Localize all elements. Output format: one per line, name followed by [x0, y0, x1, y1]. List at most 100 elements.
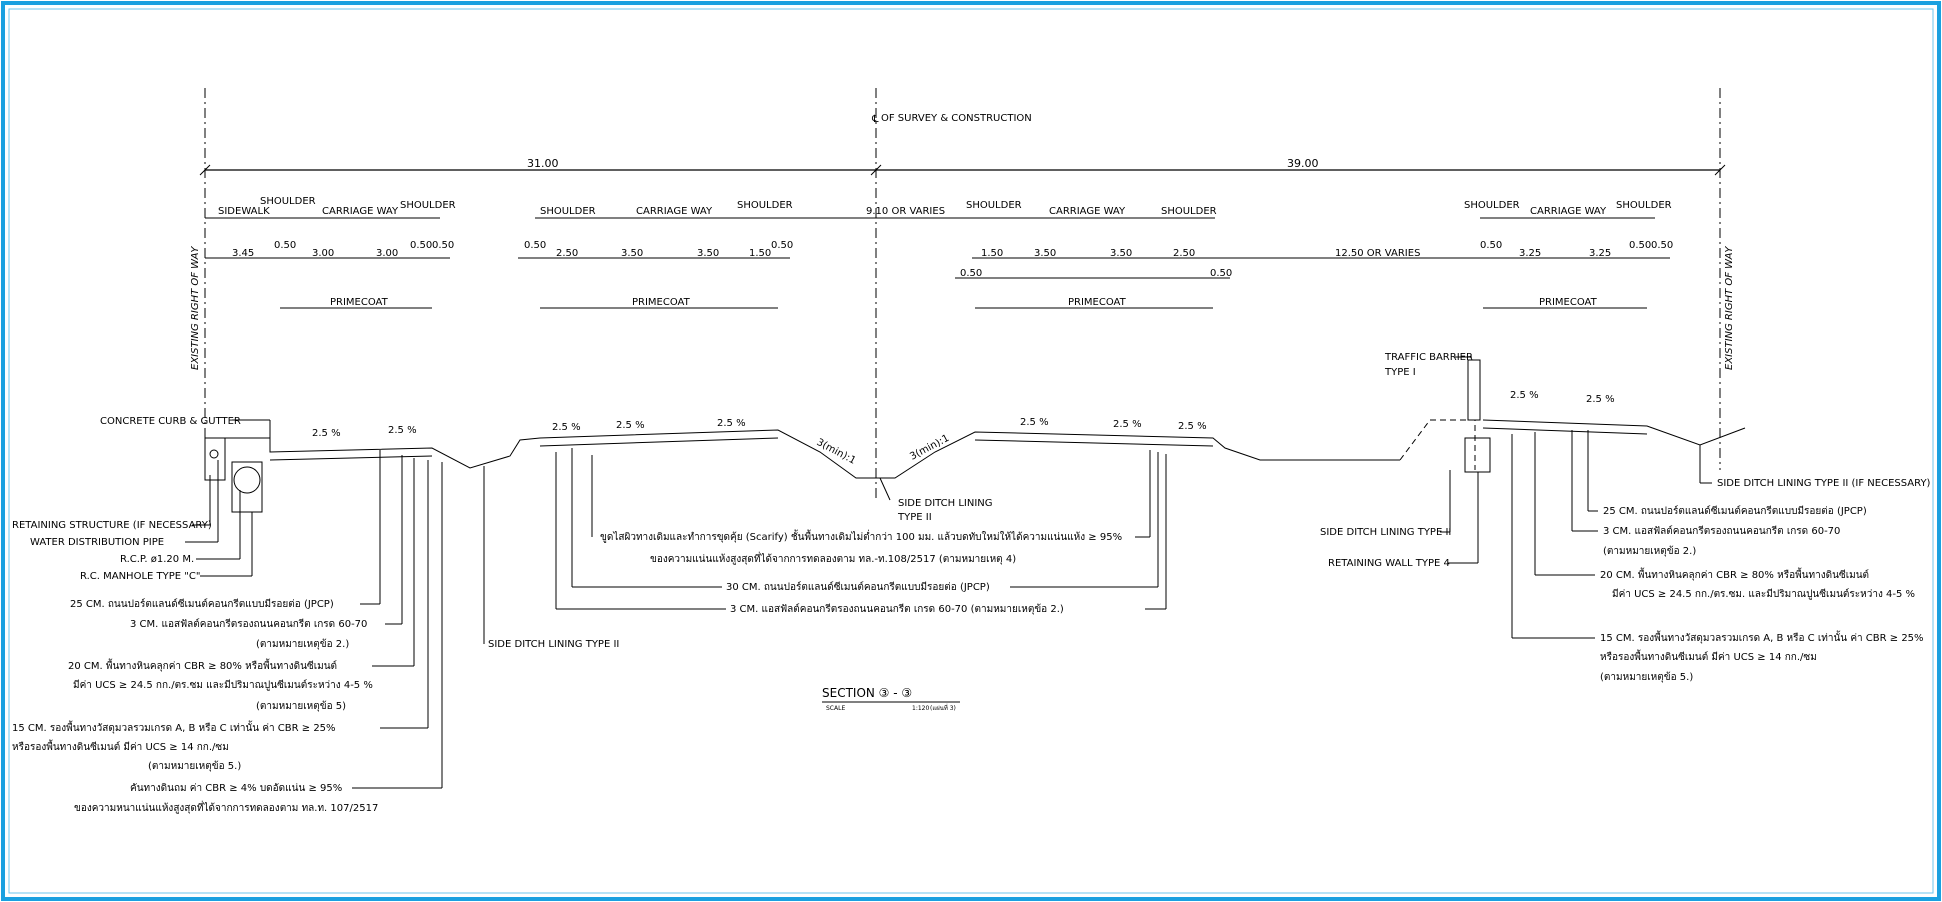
svg-text:หรือรองพื้นทางดินซีเมนต์ มีค่า: หรือรองพื้นทางดินซีเมนต์ มีค่า UCS ≥ 14 … — [1600, 649, 1817, 663]
svg-text:PRIMECOAT: PRIMECOAT — [1068, 297, 1127, 308]
svg-text:3.50: 3.50 — [1034, 248, 1056, 259]
svg-text:SCALE: SCALE — [826, 705, 845, 712]
svg-text:12.50 OR VARIES: 12.50 OR VARIES — [1335, 248, 1420, 259]
traffic-barrier — [1467, 359, 1481, 421]
svg-text:2.5 %: 2.5 % — [552, 422, 581, 433]
svg-text:ของความหนาแน่นแห้งสูงสุดที่ได้: ของความหนาแน่นแห้งสูงสุดที่ได้จากการทดลอ… — [74, 800, 378, 814]
svg-text:0.50: 0.50 — [1210, 268, 1232, 279]
svg-text:3.25: 3.25 — [1519, 248, 1541, 259]
svg-text:SIDE DITCH LINING: SIDE DITCH LINING — [898, 498, 993, 509]
row-label-right: EXISTING RIGHT OF WAY — [1724, 246, 1735, 370]
svg-text:SHOULDER: SHOULDER — [1161, 206, 1217, 217]
svg-text:(ตามหมายเหตุข้อ 5): (ตามหมายเหตุข้อ 5) — [256, 700, 346, 712]
svg-text:0.50: 0.50 — [1629, 240, 1651, 251]
svg-text:TRAFFIC BARRIER: TRAFFIC BARRIER — [1384, 352, 1473, 363]
svg-text:2.5 %: 2.5 % — [1178, 421, 1207, 432]
svg-text:SHOULDER: SHOULDER — [540, 206, 596, 217]
svg-text:(ตามหมายเหตุข้อ 5.): (ตามหมายเหตุข้อ 5.) — [1600, 671, 1693, 683]
svg-text:R.C. MANHOLE TYPE "C": R.C. MANHOLE TYPE "C" — [80, 571, 200, 582]
centerline-symbol: ℄ — [871, 114, 879, 125]
water-pipe — [209, 449, 219, 459]
svg-text:25 CM. ถนนปอร์ตแลนด์ซีเมนต์คอน: 25 CM. ถนนปอร์ตแลนด์ซีเมนต์คอนกรีตแบบมีร… — [70, 598, 334, 610]
svg-text:0.50: 0.50 — [960, 268, 982, 279]
svg-text:PRIMECOAT: PRIMECOAT — [1539, 297, 1598, 308]
svg-text:20 CM. พื้นทางหินคลุกค่า CBR ≥: 20 CM. พื้นทางหินคลุกค่า CBR ≥ 80% หรือพ… — [68, 658, 337, 672]
svg-text:CARRIAGE WAY: CARRIAGE WAY — [636, 206, 713, 217]
svg-text:3 CM. แอสฟัลต์คอนกรีตรองถนนคอน: 3 CM. แอสฟัลต์คอนกรีตรองถนนคอนกรีต เกรด … — [1603, 525, 1840, 537]
svg-text:มีค่า UCS ≥ 24.5 กก./ตร.ซม และ: มีค่า UCS ≥ 24.5 กก./ตร.ซม และมีปริมาณปู… — [73, 679, 373, 691]
svg-text:3.45: 3.45 — [232, 248, 254, 259]
svg-text:0.50: 0.50 — [410, 240, 432, 251]
svg-text:1:120: 1:120 — [912, 705, 929, 712]
svg-text:ของความแน่นแห้งสูงสุดที่ได้จาก: ของความแน่นแห้งสูงสุดที่ได้จากการทดลองตา… — [650, 551, 1016, 565]
svg-text:20 CM. พื้นทางหินคลุกค่า CBR ≥: 20 CM. พื้นทางหินคลุกค่า CBR ≥ 80% หรือพ… — [1600, 567, 1869, 581]
svg-text:RETAINING STRUCTURE (IF NECESS: RETAINING STRUCTURE (IF NECESSARY) — [12, 520, 212, 531]
svg-text:2.5 %: 2.5 % — [616, 420, 645, 431]
svg-text:TYPE I: TYPE I — [1384, 367, 1416, 378]
svg-text:2.5 %: 2.5 % — [1020, 417, 1049, 428]
svg-text:R.C.P. ø1.20 M.: R.C.P. ø1.20 M. — [120, 554, 194, 565]
svg-text:CARRIAGE WAY: CARRIAGE WAY — [1530, 206, 1607, 217]
overall-right: 39.00 — [1287, 157, 1319, 170]
svg-text:(ตามหมายเหตุข้อ 2.): (ตามหมายเหตุข้อ 2.) — [1603, 545, 1696, 557]
svg-text:3.50: 3.50 — [697, 248, 719, 259]
svg-text:2.5 %: 2.5 % — [717, 418, 746, 429]
svg-text:2.5 %: 2.5 % — [388, 425, 417, 436]
svg-text:15 CM. รองพื้นทางวัสดุมวลรวมเก: 15 CM. รองพื้นทางวัสดุมวลรวมเกรด A, B หร… — [1600, 630, 1924, 644]
svg-text:SIDE DITCH LINING TYPE II (IF: SIDE DITCH LINING TYPE II (IF NECESSARY) — [1717, 478, 1931, 489]
svg-text:15 CM. รองพื้นทางวัสดุมวลรวมเก: 15 CM. รองพื้นทางวัสดุมวลรวมเกรด A, B หร… — [12, 720, 336, 734]
svg-text:SHOULDER: SHOULDER — [260, 196, 316, 207]
svg-text:3(min):1: 3(min):1 — [815, 437, 858, 467]
svg-text:3.00: 3.00 — [312, 248, 334, 259]
svg-text:PRIMECOAT: PRIMECOAT — [330, 297, 389, 308]
overall-left: 31.00 — [527, 157, 559, 170]
svg-text:3.25: 3.25 — [1589, 248, 1611, 259]
svg-text:SIDE DITCH LINING TYPE II: SIDE DITCH LINING TYPE II — [1320, 527, 1451, 538]
svg-text:SHOULDER: SHOULDER — [1464, 200, 1520, 211]
inner-border — [8, 8, 1934, 894]
svg-text:30 CM. ถนนปอร์ตแลนด์ซีเมนต์คอน: 30 CM. ถนนปอร์ตแลนด์ซีเมนต์คอนกรีตแบบมีร… — [726, 581, 990, 593]
svg-text:SHOULDER: SHOULDER — [737, 200, 793, 211]
svg-text:SHOULDER: SHOULDER — [966, 200, 1022, 211]
curb — [204, 437, 226, 481]
svg-text:คันทางดินถม ค่า CBR ≥ 4% บดอัด: คันทางดินถม ค่า CBR ≥ 4% บดอัดแน่น ≥ 95% — [130, 783, 342, 794]
svg-text:CARRIAGE WAY: CARRIAGE WAY — [322, 206, 399, 217]
svg-text:SIDEWALK: SIDEWALK — [218, 206, 270, 217]
section-title: SECTION ③ - ③ — [822, 686, 912, 700]
svg-text:PRIMECOAT: PRIMECOAT — [632, 297, 691, 308]
svg-text:2.50: 2.50 — [556, 248, 578, 259]
svg-text:RETAINING WALL TYPE 4: RETAINING WALL TYPE 4 — [1328, 558, 1450, 569]
svg-text:3.00: 3.00 — [376, 248, 398, 259]
svg-text:(ตามหมายเหตุข้อ 5.): (ตามหมายเหตุข้อ 5.) — [148, 760, 241, 772]
svg-text:ขูดไสผิวทางเดิมและทำการขุดคุ้ย: ขูดไสผิวทางเดิมและทำการขุดคุ้ย (Scarify)… — [600, 529, 1122, 543]
svg-text:0.50: 0.50 — [1480, 240, 1502, 251]
svg-text:3 CM. แอสฟัลต์คอนกรีตรองถนนคอน: 3 CM. แอสฟัลต์คอนกรีตรองถนนคอนกรีต เกรด … — [730, 603, 1064, 615]
row-label-left: EXISTING RIGHT OF WAY — [190, 246, 201, 370]
svg-text:2.5 %: 2.5 % — [312, 428, 341, 439]
svg-text:WATER DISTRIBUTION PIPE: WATER DISTRIBUTION PIPE — [30, 537, 164, 548]
svg-text:3.50: 3.50 — [621, 248, 643, 259]
svg-text:1.50: 1.50 — [749, 248, 771, 259]
svg-text:หรือรองพื้นทางดินซีเมนต์ มีค่า: หรือรองพื้นทางดินซีเมนต์ มีค่า UCS ≥ 14 … — [12, 739, 229, 753]
svg-text:25 CM. ถนนปอร์ตแลนด์ซีเมนต์คอน: 25 CM. ถนนปอร์ตแลนด์ซีเมนต์คอนกรีตแบบมีร… — [1603, 505, 1867, 517]
svg-text:3 CM. แอสฟัลต์คอนกรีตรองถนนคอน: 3 CM. แอสฟัลต์คอนกรีตรองถนนคอนกรีต เกรด … — [130, 618, 367, 630]
svg-text:3(min):1: 3(min):1 — [908, 433, 951, 463]
svg-text:SIDE DITCH LINING TYPE II: SIDE DITCH LINING TYPE II — [488, 639, 619, 650]
svg-text:9.10 OR VARIES: 9.10 OR VARIES — [866, 206, 945, 217]
centerline-label: OF SURVEY & CONSTRUCTION — [881, 113, 1032, 124]
svg-text:0.50: 0.50 — [274, 240, 296, 251]
svg-text:1.50: 1.50 — [981, 248, 1003, 259]
svg-text:2.5 %: 2.5 % — [1586, 394, 1615, 405]
svg-text:2.5 %: 2.5 % — [1113, 419, 1142, 430]
svg-text:0.50: 0.50 — [432, 240, 454, 251]
svg-text:SHOULDER: SHOULDER — [1616, 200, 1672, 211]
svg-text:2.5 %: 2.5 % — [1510, 390, 1539, 401]
svg-text:TYPE II: TYPE II — [897, 512, 932, 523]
retaining-wall — [1464, 437, 1491, 473]
svg-text:SHOULDER: SHOULDER — [400, 200, 456, 211]
curb-label: CONCRETE CURB & GUTTER — [100, 416, 241, 427]
rcp-pipe — [233, 466, 261, 494]
manhole — [231, 461, 263, 513]
